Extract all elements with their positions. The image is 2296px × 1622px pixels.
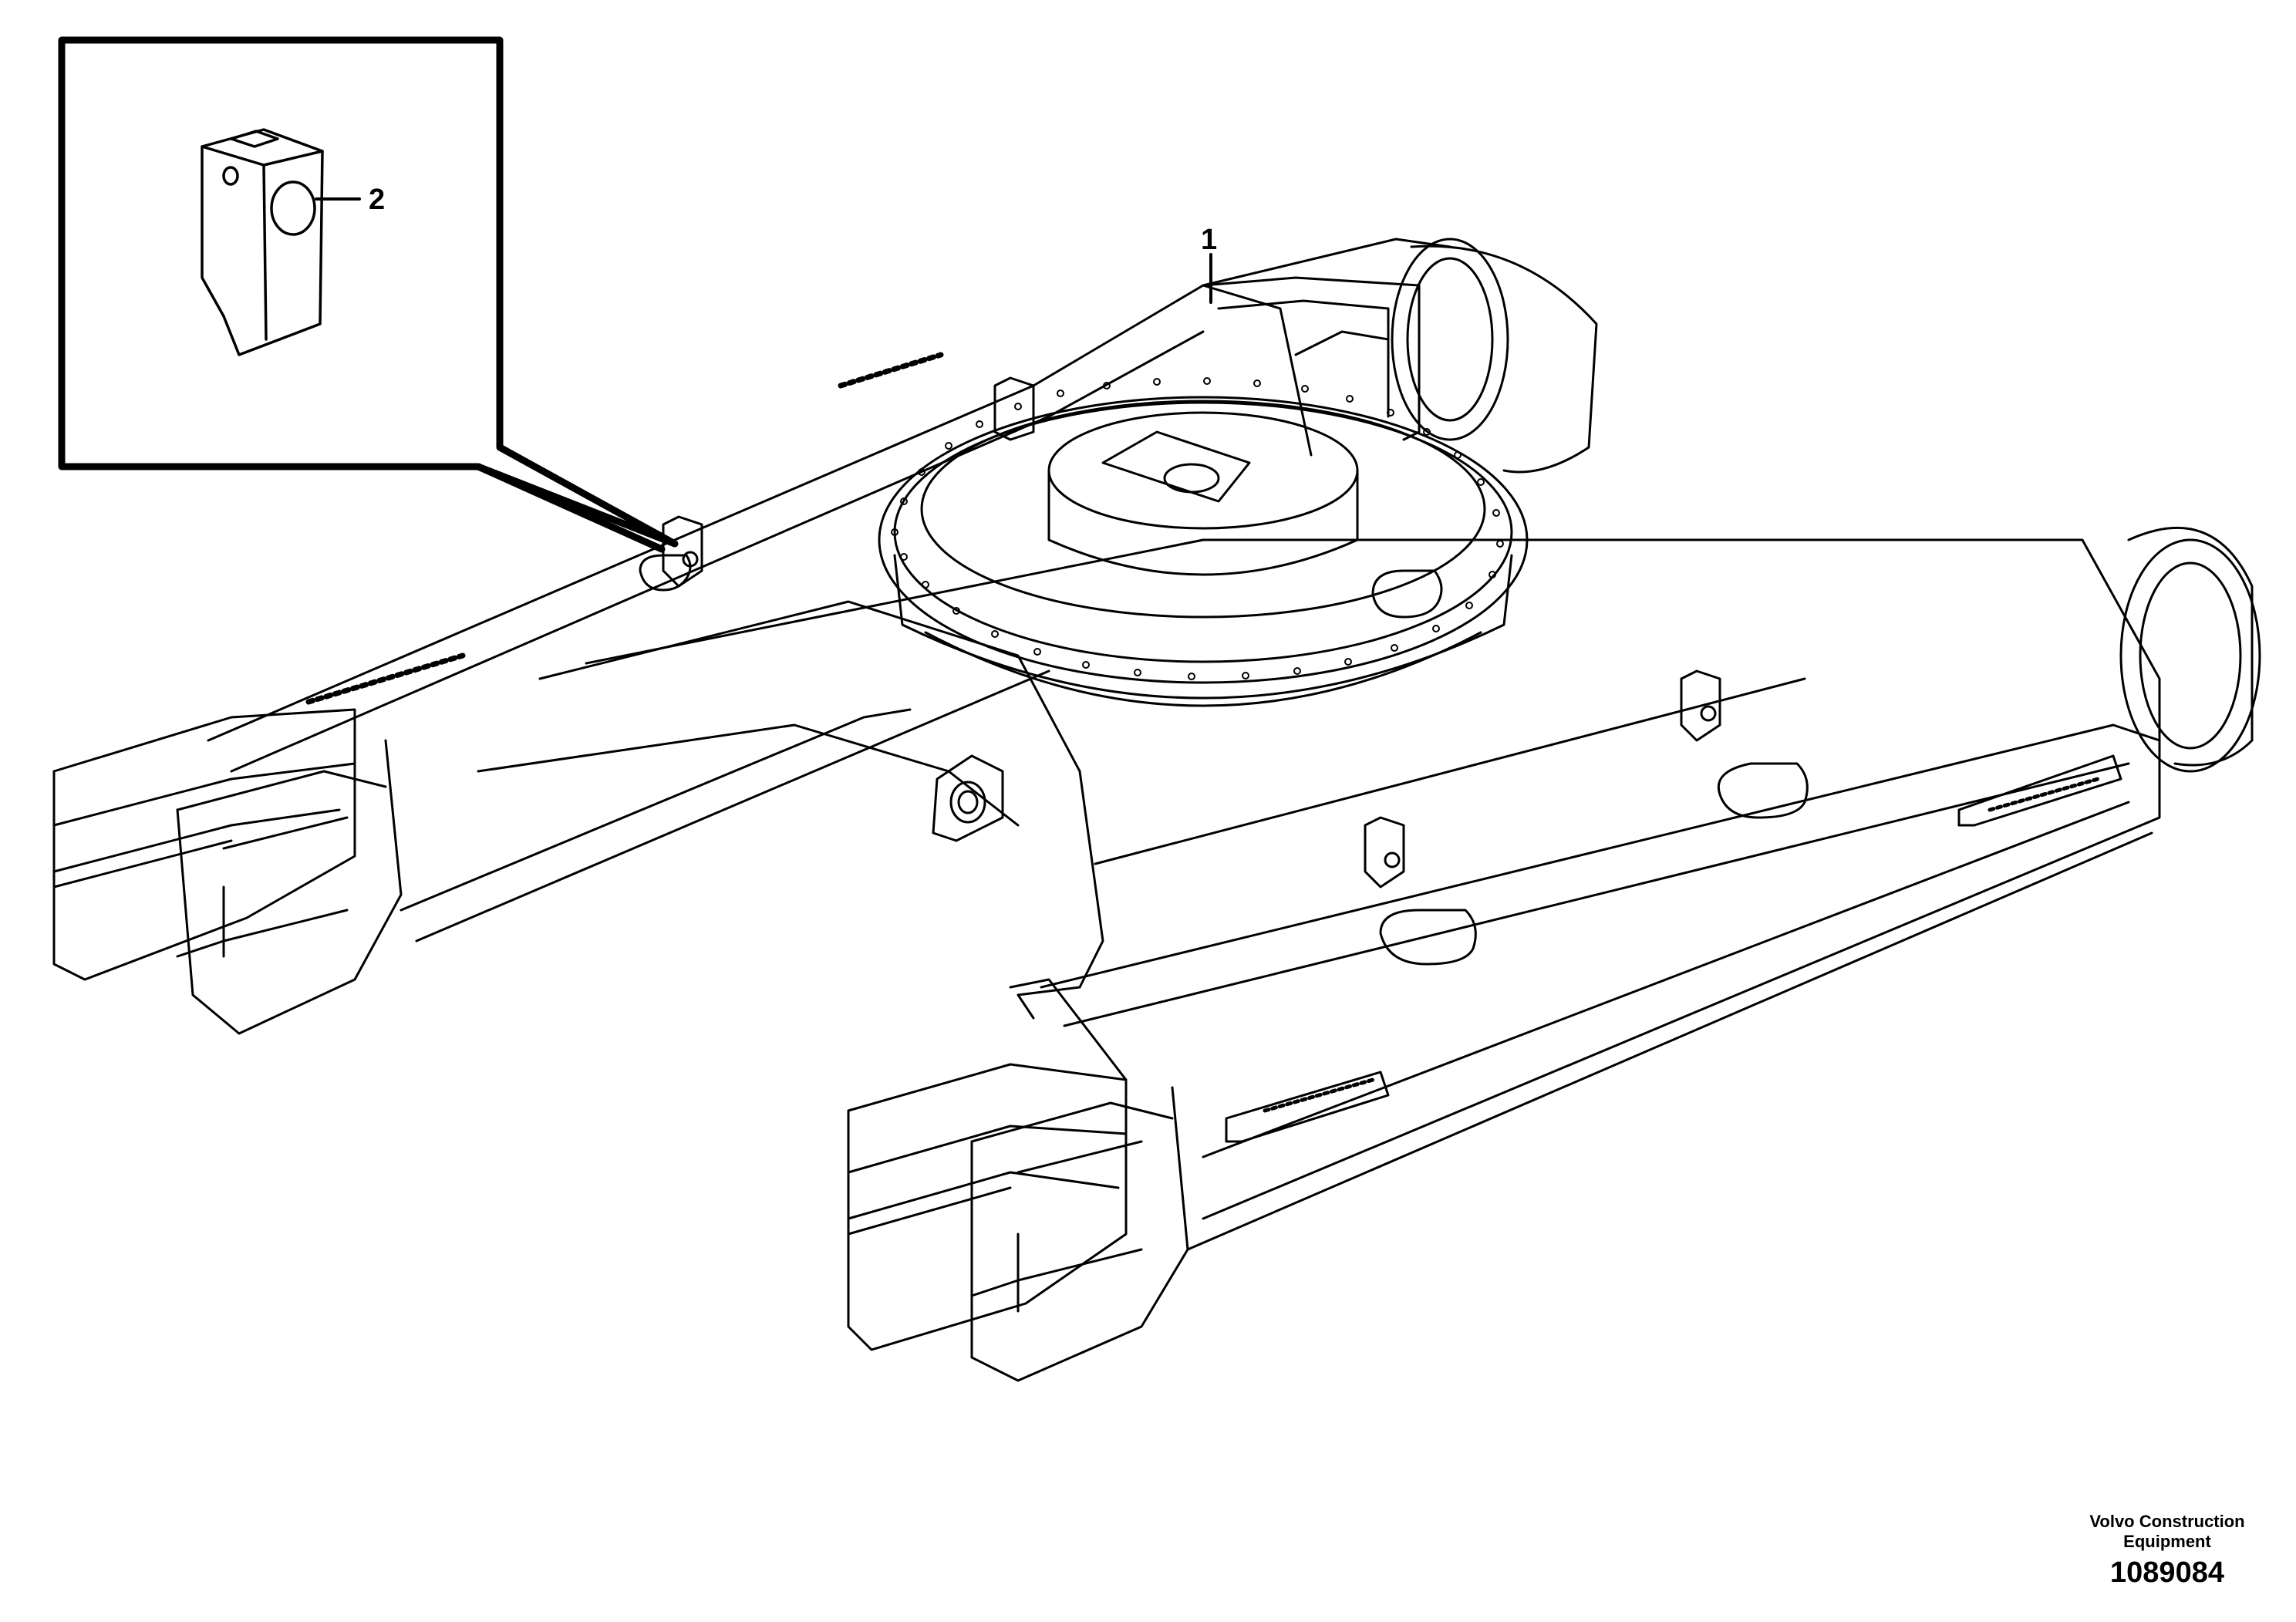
slew-ring-bolt-holes	[891, 377, 1504, 680]
detail-inset	[58, 36, 679, 553]
footer-block: Volvo Construction Equipment 1089084	[2052, 1512, 2283, 1590]
callout-part-1: 1	[1201, 224, 1218, 256]
company-name-line-1: Volvo Construction	[2089, 1512, 2245, 1531]
inset-leader	[474, 463, 666, 553]
frame-shim-blocks	[662, 376, 1721, 889]
shim-block-part-2	[201, 128, 324, 356]
callout-part-2: 2	[369, 184, 386, 216]
company-name-line-2: Equipment	[2123, 1532, 2211, 1551]
drawing-number: 1089084	[2110, 1556, 2224, 1589]
inset-frame	[58, 36, 679, 548]
undercarriage-frame	[52, 238, 2261, 1382]
